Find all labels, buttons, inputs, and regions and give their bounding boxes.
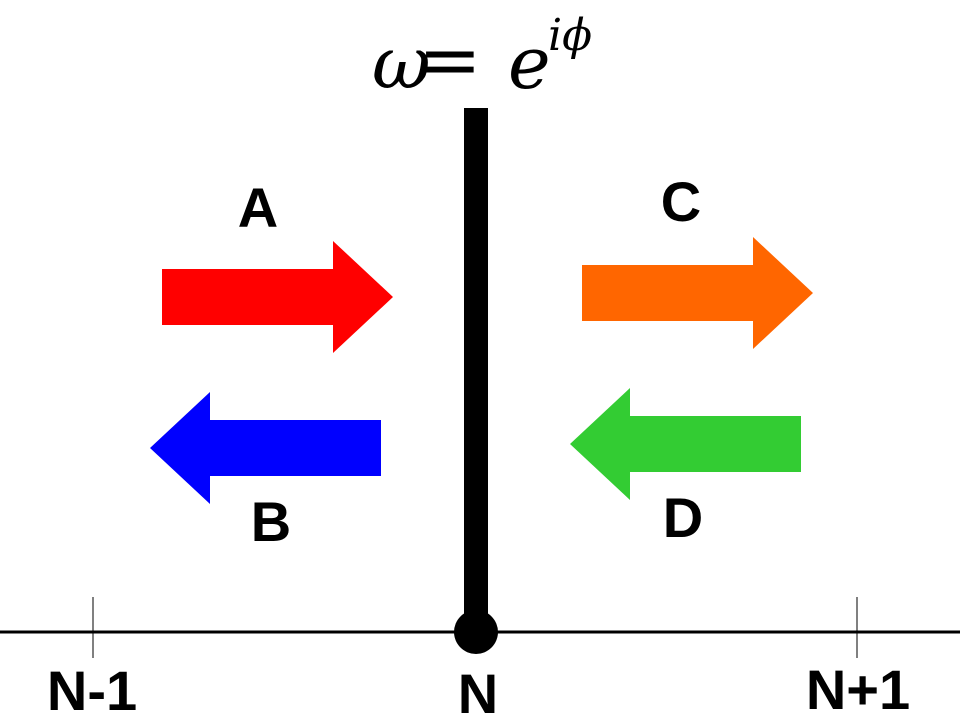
formula-base: e <box>508 21 551 105</box>
scatterer-bar <box>464 108 488 630</box>
wave-arrow-b <box>150 392 381 504</box>
site-node-center <box>454 610 498 654</box>
wave-arrow-c <box>582 237 813 349</box>
wave-label-b: B <box>251 490 291 553</box>
formula-exponent: iϕ <box>548 10 592 61</box>
site-label-left: N-1 <box>47 659 137 720</box>
formula-equals: = <box>418 15 482 104</box>
wave-arrow-a <box>162 241 393 353</box>
wave-label-d: D <box>663 486 703 549</box>
wave-arrow-d <box>570 388 801 500</box>
wave-label-c: C <box>661 170 701 233</box>
formula-omega: ω <box>372 21 431 105</box>
site-label-center: N <box>458 662 498 720</box>
wave-label-a: A <box>238 176 278 239</box>
site-label-right: N+1 <box>806 658 910 720</box>
